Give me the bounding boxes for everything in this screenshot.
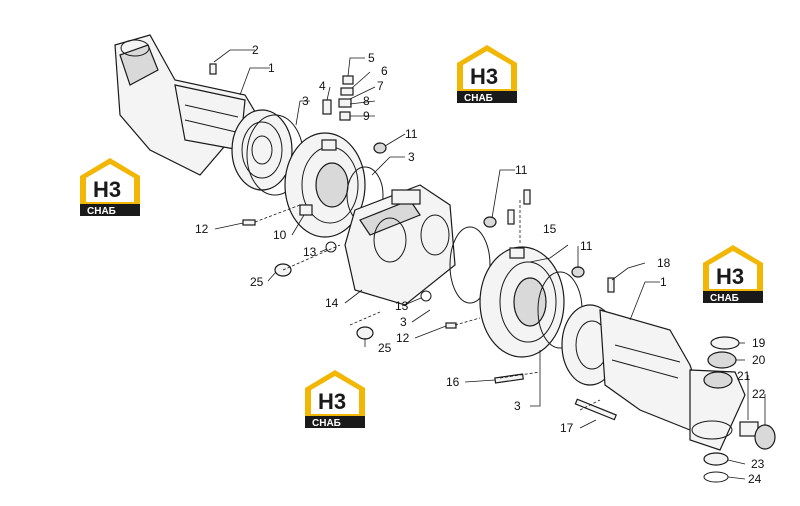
- plugs-11: [373, 142, 585, 278]
- axle-housing-left: [114, 34, 293, 191]
- callout-25-b: 25: [378, 341, 392, 355]
- callout-14: 14: [325, 296, 339, 310]
- logo-main-text: H3: [470, 64, 498, 89]
- callout-17: 17: [560, 421, 574, 435]
- callout-11-c: 11: [580, 239, 593, 253]
- callout-22: 22: [752, 387, 766, 401]
- callout-4: 4: [319, 79, 326, 93]
- callout-3-b: 3: [408, 150, 415, 164]
- logo-main-text: H3: [93, 177, 121, 202]
- callout-15: 15: [543, 222, 557, 236]
- callout-3-c: 3: [400, 315, 407, 329]
- callout-5: 5: [368, 51, 375, 65]
- axle-housing-right: [561, 304, 746, 451]
- callout-3-a: 3: [302, 94, 309, 108]
- callout-11-a: 11: [405, 127, 418, 141]
- bolts-12: [242, 219, 457, 329]
- callout-21: 21: [737, 369, 751, 383]
- logo-main-text: H3: [318, 389, 346, 414]
- callout-13-a: 13: [303, 245, 317, 259]
- differential-housing: [344, 184, 456, 306]
- callout-19: 19: [752, 336, 766, 350]
- callout-9: 9: [363, 109, 370, 123]
- logo-sub-text: СНАБ: [710, 293, 739, 304]
- leader-lines: [213, 49, 766, 480]
- callout-6: 6: [381, 64, 388, 78]
- fittings-group: [209, 63, 354, 121]
- callout-1-right: 1: [660, 275, 667, 289]
- callout-7: 7: [377, 79, 384, 93]
- callout-1-left: 1: [268, 61, 275, 75]
- callout-labels: 2 1 3 4 5 6 7 8 9 11 3 11 12 10 15 11 13…: [195, 43, 766, 486]
- callout-23: 23: [751, 457, 765, 471]
- logo-sub-text: СНАБ: [87, 206, 116, 217]
- callout-12-a: 12: [195, 222, 209, 236]
- studs: [494, 277, 618, 421]
- callout-8: 8: [363, 94, 370, 108]
- o-ring-right: [449, 226, 491, 304]
- watermark-logo-1: H3 СНАБ: [457, 45, 517, 104]
- callout-24: 24: [748, 472, 762, 486]
- planetary-carrier-right: [479, 246, 565, 358]
- callout-12-b: 12: [396, 331, 410, 345]
- callout-10: 10: [273, 228, 287, 242]
- assembly-lines: [254, 200, 601, 411]
- logo-sub-text: СНАБ: [312, 418, 341, 429]
- kingpin-parts: [703, 336, 776, 483]
- callout-11-b: 11: [515, 163, 528, 177]
- watermark-logo-3: H3 СНАБ: [703, 245, 763, 304]
- callout-13-b: 13: [395, 299, 409, 313]
- callout-18: 18: [657, 256, 671, 270]
- logo-main-text: H3: [716, 264, 744, 289]
- callout-20: 20: [752, 353, 766, 367]
- callout-3-d: 3: [514, 399, 521, 413]
- watermark-logo-2: H3 СНАБ: [80, 158, 140, 217]
- logo-sub-text: СНАБ: [464, 93, 493, 104]
- watermark-logo-4: H3 СНАБ: [305, 370, 365, 429]
- callout-16: 16: [446, 375, 460, 389]
- callout-25-a: 25: [250, 275, 264, 289]
- callout-2: 2: [252, 43, 259, 57]
